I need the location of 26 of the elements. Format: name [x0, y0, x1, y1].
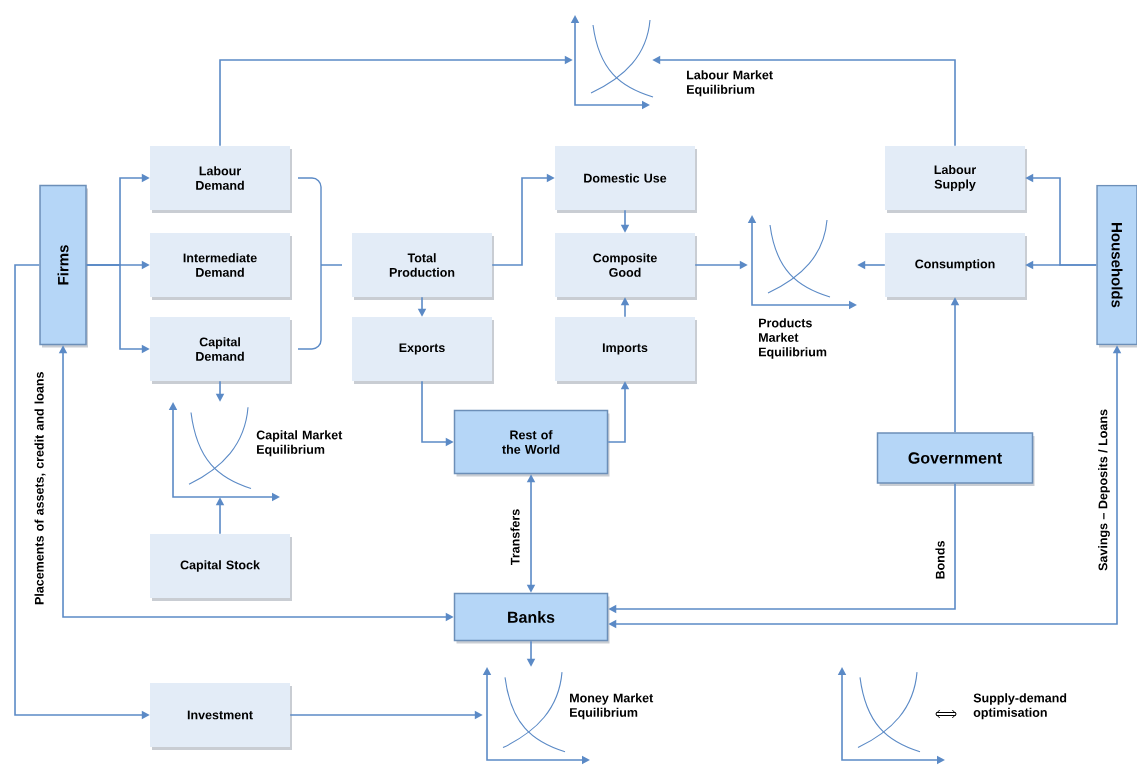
process-box: Composite Good: [555, 233, 697, 300]
agent-box: Firms: [39, 184, 88, 348]
agent-box: Banks: [453, 592, 610, 644]
process-box: Exports: [352, 317, 494, 384]
agent-box: Rest of the World: [453, 409, 610, 477]
chart-label: Labour Market Equilibrium: [687, 70, 773, 97]
process-box: Imports: [555, 317, 697, 384]
process-box: Labour Demand: [150, 146, 292, 213]
chart-label: Capital Market Equilibrium: [256, 430, 343, 457]
edge-label: Transfers: [509, 507, 521, 567]
agent-box: Government: [876, 432, 1035, 486]
legend-label: Supply-demand optimisation: [973, 693, 1067, 720]
edge-label: Savings – Deposits / Loans: [1097, 408, 1111, 572]
process-box: Capital Demand: [150, 317, 292, 384]
edge-label: Placements of assets, credit and loans: [33, 354, 47, 606]
agent-box: Households: [1096, 184, 1137, 348]
process-box: Consumption: [885, 233, 1027, 300]
process-box: Investment: [150, 683, 292, 750]
process-box: Total Production: [352, 233, 494, 300]
edge-label: Bonds: [934, 539, 946, 581]
process-box: Domestic Use: [555, 146, 697, 213]
process-box: Capital Stock: [150, 534, 292, 601]
process-box: Intermediate Demand: [150, 233, 292, 300]
chart-label: Products Market Equilibrium: [759, 318, 827, 359]
chart-label: Money Market Equilibrium: [570, 693, 654, 720]
process-box: Labour Supply: [885, 146, 1027, 213]
